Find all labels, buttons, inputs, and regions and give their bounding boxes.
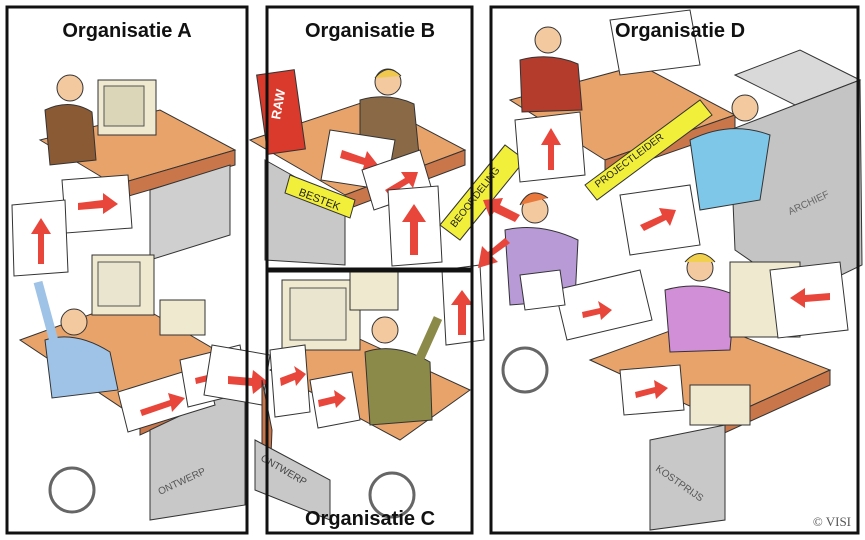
arrow-b1 [340, 150, 378, 172]
organisatie-c-border [265, 269, 474, 535]
binder-raw [256, 69, 306, 155]
chair-d-base [501, 346, 549, 394]
computer-tower-c [349, 269, 399, 311]
monitor-a2-screen [97, 261, 141, 307]
monitor-c-screen [289, 287, 347, 341]
cabinet-d-bottom [649, 424, 726, 531]
organisatie-c-scene: ONTWERP [254, 264, 485, 521]
organisatie-d-border [489, 5, 860, 535]
person-d2-head [731, 94, 759, 122]
monitor-a1-screen [103, 85, 145, 127]
arrow-d1-up [541, 128, 561, 170]
arrow-d-to-b [478, 238, 510, 268]
sign-projectleider [584, 99, 713, 201]
person-d4-body [664, 285, 736, 353]
person-d1-body [519, 56, 583, 113]
sign-bestek [284, 174, 356, 219]
cabinet-a-top [149, 164, 231, 261]
arrow-a3-right [140, 393, 185, 416]
organisatie-c-title: Organisatie C [304, 508, 436, 530]
desk-c-cabinet [254, 439, 331, 521]
copyright-notice: © VISI [812, 514, 851, 529]
person-c-arm [415, 316, 443, 360]
arrow-c1 [280, 366, 306, 386]
person-d4-hair [684, 253, 716, 263]
person-a1-head [56, 74, 84, 102]
organisatie-b-title: Organisatie B [304, 20, 436, 42]
arrow-b3-up [402, 204, 426, 255]
arrow-a1-right [78, 193, 118, 214]
arrow-c2 [318, 390, 346, 408]
person-a2-head [60, 308, 88, 336]
person-a1-body [44, 104, 97, 166]
organisatie-a-border [5, 5, 249, 535]
paper-stack-d [609, 9, 701, 76]
person-d2-body [689, 128, 771, 211]
organisatie-d-title: Organisatie D [614, 20, 746, 42]
person-b-hair [374, 69, 402, 79]
person-c-body [364, 348, 433, 426]
document-d4 [519, 269, 566, 311]
organisatie-b-scene: RAW BESTEK BEOORDELING [248, 68, 526, 267]
organisatie-b-border [265, 5, 474, 271]
person-c-head [371, 316, 399, 344]
person-d1-head [534, 26, 562, 54]
arrow-a2-up [31, 218, 51, 264]
organisatie-a-title: Organisatie A [62, 20, 192, 42]
person-d3-hair [519, 192, 549, 206]
organisatie-d-scene: PROJECTLEIDER ARCHIEF KOSTPRIJS [478, 9, 863, 531]
arrow-d6-left [790, 288, 830, 308]
person-a2-arm [33, 280, 60, 347]
document-a5 [203, 344, 271, 406]
arrow-d3 [582, 301, 612, 320]
computer-tower-a [159, 299, 206, 336]
arrow-d-to-b-2 [483, 198, 520, 222]
arrow-c3-up [451, 290, 473, 335]
arrow-d5 [635, 380, 668, 399]
organisatie-a-scene: ONTWERP [11, 74, 271, 521]
binder-raw-label: RAW [268, 87, 288, 120]
chair-c-base [368, 471, 416, 519]
chair-a-base [48, 466, 96, 514]
computer-tower-d [689, 384, 751, 426]
arrow-d2 [640, 208, 676, 231]
